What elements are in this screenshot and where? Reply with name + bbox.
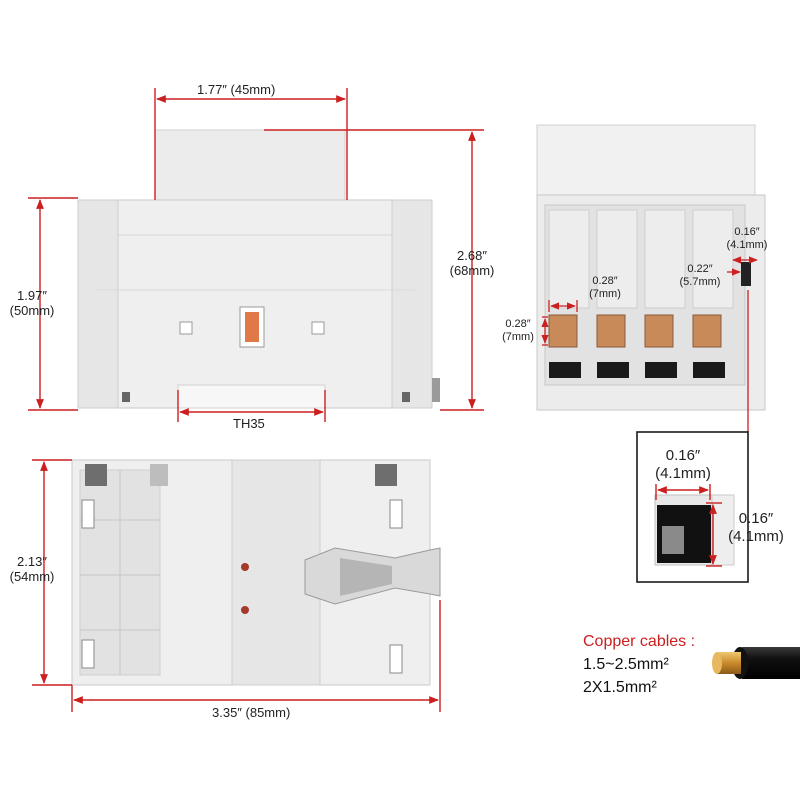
mount-dot-bottom bbox=[241, 606, 249, 614]
terminal-gap-label: 0.22″ (5.7mm) bbox=[674, 263, 726, 289]
terminal-height-line1: 0.28″ bbox=[505, 318, 531, 330]
cable-legend-line1: 1.5~2.5mm² bbox=[583, 656, 669, 673]
front-height-outer-line1: 2.68″ bbox=[457, 248, 487, 263]
front-height-inner-line2: (50mm) bbox=[9, 303, 55, 318]
inset-height-label: 0.16″ (4.1mm) bbox=[714, 510, 798, 546]
terminal-width-label: 0.28″ (7mm) bbox=[583, 275, 627, 301]
side-dimensions bbox=[541, 256, 758, 432]
screw-terminal bbox=[741, 262, 751, 286]
inset-dimensions bbox=[655, 484, 722, 567]
front-view bbox=[77, 129, 440, 409]
screw-line2: (4.1mm) bbox=[726, 239, 768, 251]
bottom-dimensions bbox=[32, 459, 441, 712]
terminal-gap-line2: (5.7mm) bbox=[679, 276, 721, 288]
screw-line1: 0.16″ bbox=[734, 226, 760, 238]
bottom-length-label: 3.35″ (85mm) bbox=[212, 705, 291, 720]
terminal-1 bbox=[548, 314, 578, 348]
side-view bbox=[536, 124, 766, 411]
bottom-depth-line1: 2.13″ bbox=[17, 554, 47, 569]
front-height-outer-label: 2.68″ (68mm) bbox=[440, 248, 504, 278]
bottom-depth-label: 2.13″ (54mm) bbox=[0, 554, 64, 584]
copper-cable-icon bbox=[712, 647, 800, 679]
terminal-2 bbox=[596, 314, 626, 348]
inset-width-line2: (4.1mm) bbox=[655, 465, 711, 482]
detail-inset bbox=[636, 431, 749, 583]
terminal-height-label: 0.28″ (7mm) bbox=[496, 318, 540, 344]
inset-height-line1: 0.16″ bbox=[738, 510, 774, 527]
indicator-window bbox=[245, 312, 259, 342]
front-height-inner-label: 1.97″ (50mm) bbox=[2, 288, 62, 318]
terminal-gap-line1: 0.22″ bbox=[687, 263, 713, 275]
front-height-inner-line1: 1.97″ bbox=[17, 288, 47, 303]
cable-legend-title: Copper cables : bbox=[583, 633, 696, 650]
inset-height-line2: (4.1mm) bbox=[728, 528, 784, 545]
terminal-width-line1: 0.28″ bbox=[592, 275, 618, 287]
inset-width-line1: 0.16″ bbox=[665, 447, 701, 464]
mount-dot-top bbox=[241, 563, 249, 571]
cable-legend-line2: 2X1.5mm² bbox=[583, 679, 657, 696]
terminal-height-line2: (7mm) bbox=[502, 331, 534, 343]
terminal-width-line2: (7mm) bbox=[589, 288, 621, 300]
rail-label: TH35 bbox=[233, 416, 265, 431]
cable-legend: Copper cables : 1.5~2.5mm² 2X1.5mm² bbox=[583, 630, 695, 699]
front-dimensions bbox=[28, 88, 484, 422]
front-width-label: 1.77″ (45mm) bbox=[197, 82, 276, 97]
terminal-4 bbox=[692, 314, 722, 348]
terminal-3 bbox=[644, 314, 674, 348]
bottom-view bbox=[71, 459, 441, 686]
inset-width-label: 0.16″ (4.1mm) bbox=[640, 447, 726, 483]
front-height-outer-line2: (68mm) bbox=[449, 263, 495, 278]
screw-label: 0.16″ (4.1mm) bbox=[718, 226, 776, 252]
bottom-depth-line2: (54mm) bbox=[9, 569, 55, 584]
